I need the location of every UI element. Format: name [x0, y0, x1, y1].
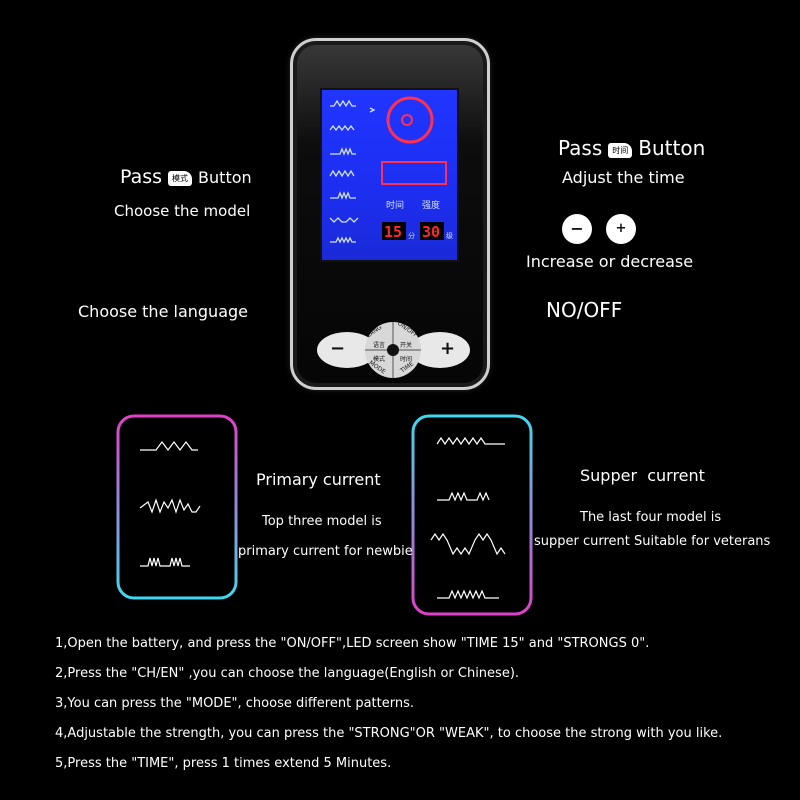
decrease-icon: − — [562, 214, 592, 244]
keypad-time-cn: 时间 — [400, 356, 413, 363]
lcd-time-unit: 分 — [408, 231, 415, 240]
keypad-plus-button[interactable]: + — [440, 338, 456, 359]
instruction-step: 2,Press the "CH/EN" ,you can choose the … — [55, 666, 520, 681]
left-button-word: Button — [198, 168, 252, 187]
keypad-onoff-cn: 开关 — [400, 342, 413, 349]
increase-icon: + — [606, 214, 636, 244]
instruction-step: 1,Open the battery, and press the "ON/OF… — [55, 636, 650, 651]
lcd-time-label: 时间 — [386, 199, 404, 211]
right-callout-title: Pass 时间 Button — [558, 136, 705, 160]
keypad — [317, 322, 470, 378]
incdec-label: Increase or decrease — [526, 252, 694, 271]
left-callout-sub: Choose the model — [114, 202, 251, 220]
primary-waveforms — [139, 441, 201, 567]
onoff-label: NO/OFF — [546, 298, 623, 322]
right-callout-sub: Adjust the time — [562, 168, 685, 187]
primary-line2: primary current for newbie — [238, 544, 413, 559]
lcd-waveforms: 时间 强度 15 分 30 级 — [329, 96, 453, 244]
language-label: Choose the language — [78, 302, 248, 321]
lcd-time-value: 15 — [384, 223, 402, 241]
left-pass-word: Pass — [120, 166, 163, 188]
lcd-strength-value: 30 — [422, 223, 440, 241]
keypad-minus-button[interactable]: − — [330, 338, 346, 359]
primary-line1: Top three model is — [262, 514, 382, 529]
supper-waveforms — [430, 436, 506, 600]
supper-line2: supper current Suitable for veterans — [534, 534, 771, 549]
mode-chip-icon: 模式 — [168, 170, 193, 186]
lcd-strength-label: 强度 — [422, 199, 440, 211]
left-callout-title: Pass 模式 Button — [120, 166, 252, 188]
lcd-strength-unit: 级 — [446, 231, 453, 240]
right-pass-word: Pass — [558, 136, 603, 160]
lcd-screen: 时间 强度 15 分 30 级 — [320, 88, 459, 262]
time-chip-icon: 时间 — [608, 142, 633, 158]
supper-title: Supper current — [580, 466, 705, 485]
right-button-word: Button — [638, 136, 706, 160]
supper-line1: The last four model is — [580, 510, 722, 525]
instruction-step: 5,Press the "TIME", press 1 times extend… — [55, 756, 392, 771]
keypad-lang-cn: 语言 — [373, 342, 386, 349]
keypad-mode-cn: 模式 — [373, 356, 386, 363]
instruction-step: 3,You can press the "MODE", choose diffe… — [55, 696, 414, 711]
primary-title: Primary current — [256, 470, 381, 489]
instruction-step: 4,Adjustable the strength, you can press… — [55, 726, 723, 741]
